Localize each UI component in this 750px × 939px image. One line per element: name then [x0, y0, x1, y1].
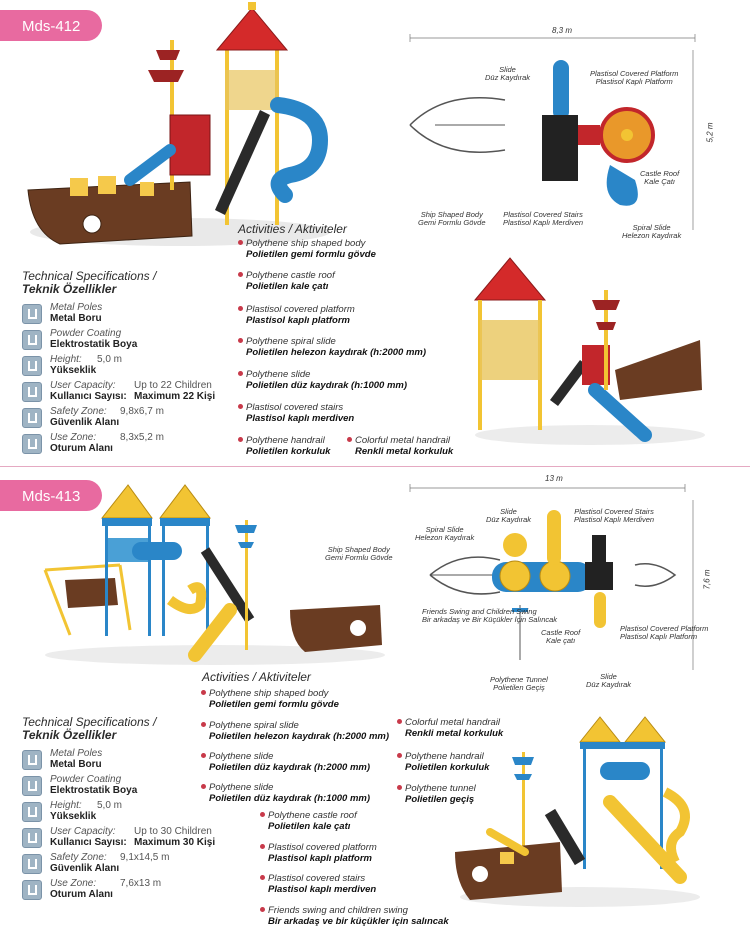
powder-coating-icon [22, 330, 42, 350]
spec-row: User Capacity:Kullanıcı Sayısı: Up to 22… [22, 380, 222, 404]
section-divider [0, 466, 750, 467]
plan-width-dim: 8,3 m [552, 26, 573, 35]
spec-title: Technical Specifications / Teknik Özelli… [22, 269, 157, 296]
spec-row: Safety Zone:Güvenlik Alanı 9,8x6,7 m [22, 406, 222, 430]
product-code-tag: Mds-412 [0, 10, 103, 41]
metal-poles-icon [22, 750, 42, 770]
spec-row: Safety Zone:Güvenlik Alanı 9,1x14,5 m [22, 852, 222, 876]
activities-title: Activities / Aktiviteler [238, 222, 347, 236]
playground-illustration-1b [473, 257, 705, 445]
plan-depth-dim: 7,6 m [702, 569, 712, 590]
playground-illustration-1 [27, 2, 330, 246]
plan-view-2 [409, 484, 694, 670]
activities-title: Activities / Aktiviteler [202, 670, 311, 684]
plan-depth-dim: 5,2 m [705, 122, 715, 143]
user-capacity-icon [22, 382, 42, 402]
spec-title: Technical Specifications / Teknik Özelli… [22, 715, 157, 742]
height-icon [22, 356, 42, 376]
spec-row: Use Zone:Oturum Alanı 7,6x13 m [22, 878, 222, 902]
user-capacity-icon [22, 828, 42, 848]
spec-row: Height:Yükseklik 5,0 m [22, 354, 222, 378]
plan-width-dim: 13 m [545, 474, 563, 483]
powder-coating-icon [22, 776, 42, 796]
safety-zone-icon [22, 854, 42, 874]
safety-zone-icon [22, 408, 42, 428]
spec-row: Use Zone:Oturum Alanı 8,3x5,2 m [22, 432, 222, 456]
use-zone-icon [22, 434, 42, 454]
product-code-tag: Mds-413 [0, 480, 103, 511]
plan-view-1 [409, 34, 696, 230]
spec-row: Height:Yükseklik 5,0 m [22, 800, 222, 824]
use-zone-icon [22, 880, 42, 900]
spec-row: User Capacity:Kullanıcı Sayısı: Up to 30… [22, 826, 222, 850]
height-icon [22, 802, 42, 822]
playground-illustration-2 [43, 484, 385, 665]
metal-poles-icon [22, 304, 42, 324]
playground-illustration-2b [455, 716, 700, 907]
